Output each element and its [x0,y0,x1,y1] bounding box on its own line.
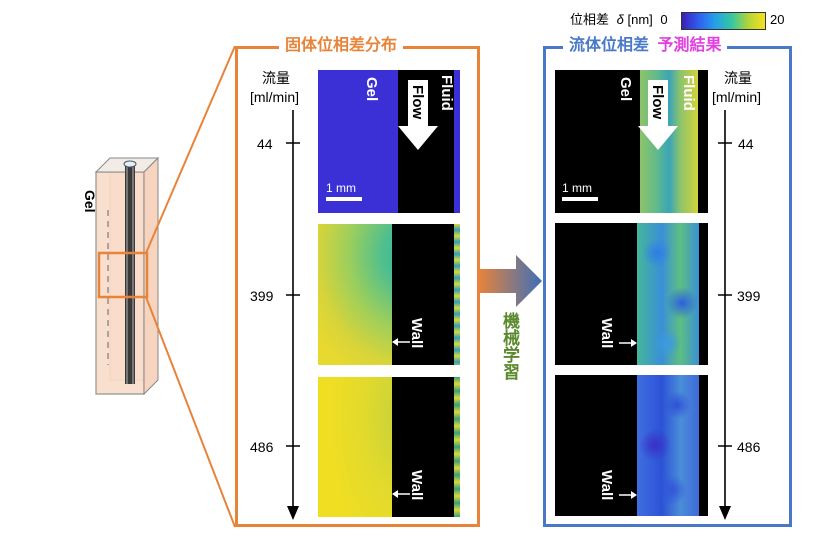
machine-learning-label: 機械学習 [499,312,519,380]
wall-arrow-icon [392,338,410,346]
scale-bar-label: 1 mm [326,181,356,195]
fluid-phase-title-part1: 流体位相差 [569,37,650,54]
colorbar [681,12,766,30]
wall-strip [454,224,460,365]
right-tick-44: 44 [738,136,754,152]
gel-specimen-diagram [94,156,160,396]
left-axis-title: 流量 [251,70,301,86]
solid-image-486 [318,377,460,517]
colorbar-symbol: δ [616,12,624,27]
machine-learning-text: 機械学習 [500,312,519,380]
colorbar-label: 位相差 δ [nm] 0 [570,12,668,28]
right-tick-399: 399 [737,288,761,304]
wall-arrow-icon [619,491,637,499]
flow-arrow-icon [398,80,438,150]
fluid-prediction-44 [555,70,708,213]
solid-fluid-label: Fluid [438,75,455,111]
solid-image-399 [318,224,460,365]
solid-image-44 [318,70,460,213]
scale-bar [326,197,362,201]
specimen-gel-label: Gel [82,190,98,213]
solid-flow-label: Flow [409,85,426,120]
fluid-phase-title: 流体位相差 予測結果 [563,36,728,56]
fluid-phase-title-part2: 予測結果 [657,37,722,54]
left-axis-title-line1: 流量 [262,70,290,86]
fluid-wall-label-399: Wall [598,318,615,349]
fluid-wall-label-486: Wall [598,470,615,501]
flow-arrow-icon [638,80,678,150]
left-tick-44: 44 [257,136,273,152]
fluid-fluid-label: Fluid [680,75,697,111]
colorbar-title: 位相差 [570,12,610,27]
wall-arrow-icon [392,490,410,498]
predicted-flow-field [637,375,699,516]
scale-bar [562,197,598,201]
colorbar-min: 0 [660,12,668,27]
right-flow-axis [718,110,732,520]
right-axis-unit: [ml/min] [712,89,761,105]
fluid-prediction-399 [555,223,708,365]
fluid-gel-label: Gel [617,77,634,102]
right-tick-486: 486 [737,439,761,455]
left-tick-486: 486 [250,439,274,455]
left-axis-unit: [ml/min] [250,89,299,105]
scale-bar-label: 1 mm [562,181,592,195]
wall-arrow-icon [619,339,637,347]
colorbar-unit: [nm] [627,12,653,27]
predicted-flow-field [637,223,699,365]
machine-learning-arrow [478,255,542,307]
left-tick-399: 399 [250,288,274,304]
wall-strip [454,377,460,517]
wall-strip [454,70,460,213]
fluid-flow-label: Flow [649,85,666,120]
solid-phase-title: 固体位相差分布 [279,36,404,56]
right-axis-title: 流量 [724,70,752,86]
left-flow-axis [286,110,300,520]
solid-gel-label: Gel [363,77,380,102]
colorbar-max: 20 [770,12,785,27]
